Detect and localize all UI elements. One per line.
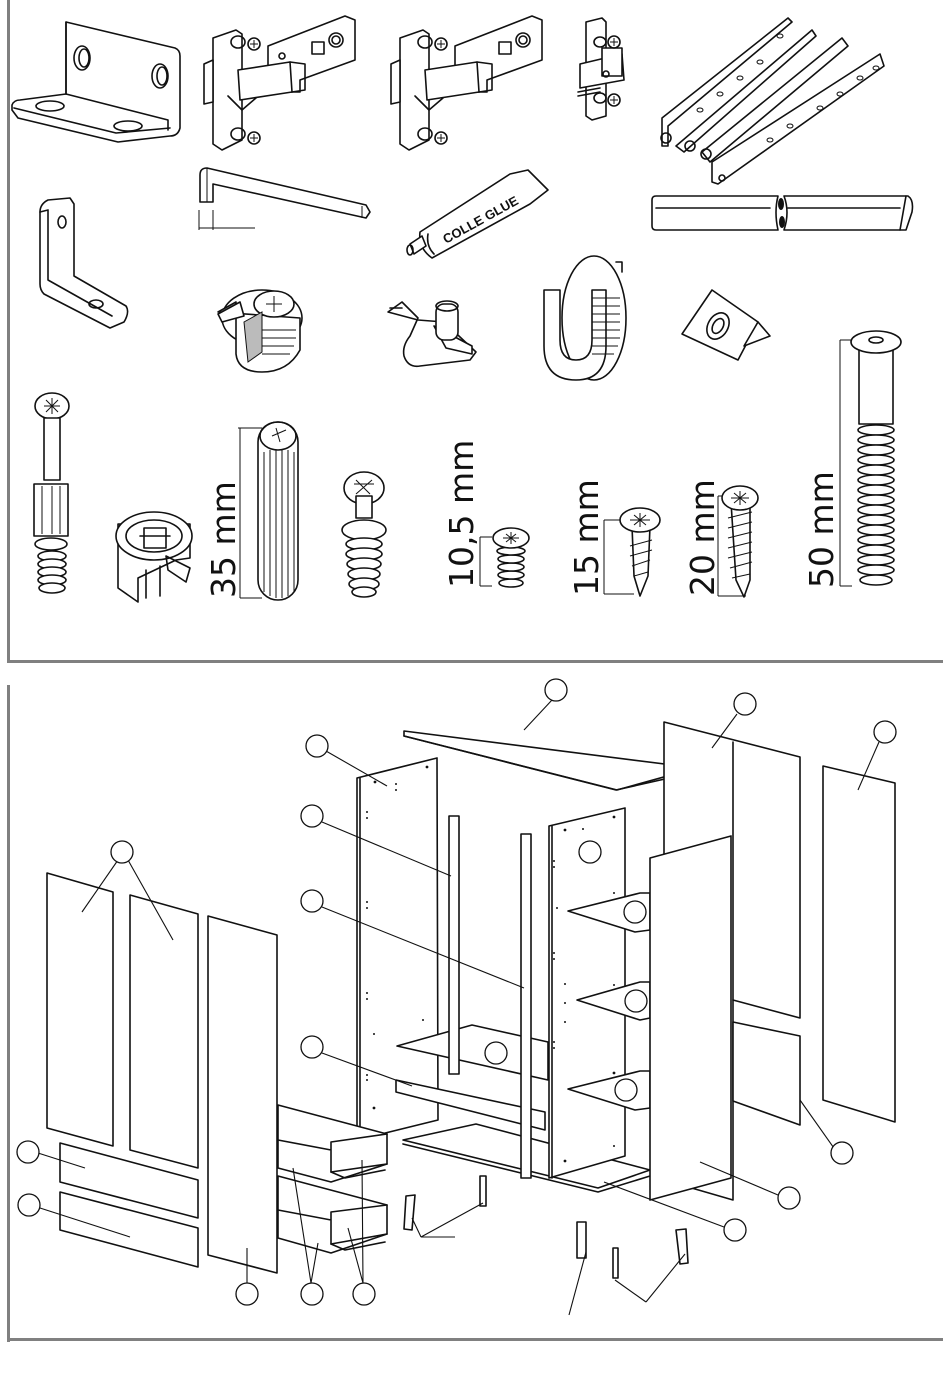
angle-bracket-large-icon (11, 21, 181, 143)
left-door-2 (129, 894, 199, 1169)
plinth-rail (395, 1079, 546, 1131)
angle-bracket-small-icon (39, 197, 129, 329)
drawer-front-1 (59, 1142, 199, 1219)
connector-bolt-icon (33, 392, 70, 594)
euro-screw-length-label: 10,5 mm (442, 440, 481, 588)
screw-20-length-label: 20 mm (683, 479, 722, 596)
corner-block-icon (681, 289, 771, 361)
screw-20-dimension: 20 mm (683, 479, 746, 597)
dowel-length-label: 35 mm (204, 481, 243, 598)
lower-back-panel (732, 1021, 801, 1126)
cam-housing-icon (115, 511, 193, 603)
right-door (822, 765, 896, 1123)
left-post (448, 815, 460, 1075)
callout-top-board (544, 678, 568, 702)
callout-shelf-2 (624, 989, 648, 1013)
bolt-50-dimension: 50 mm (802, 339, 858, 588)
callout-right-door (873, 720, 897, 744)
left-side-panel (356, 757, 439, 1141)
wood-screw-20-icon (721, 485, 759, 598)
euro-screw-dimension: 10,5 mm (442, 440, 492, 588)
hinge-mounting-plate-icon (577, 17, 625, 121)
callout-left-side (305, 734, 329, 758)
screw-15-dimension: 15 mm (567, 479, 634, 596)
drill-holes (366, 765, 616, 1163)
foot-1 (403, 1194, 416, 1231)
hex-key-icon (198, 167, 371, 230)
wooden-dowel-icon (257, 421, 299, 601)
leader-lines (37, 699, 880, 1316)
callout-divider (578, 840, 602, 864)
back-panel (663, 721, 801, 1201)
callout-lower-back (830, 1141, 854, 1165)
callout-drawer-sides (300, 1282, 324, 1306)
left-door-1 (46, 872, 114, 1147)
foot-3 (576, 1221, 587, 1259)
top-panel-left-border (7, 0, 10, 663)
drawer-front-2 (59, 1191, 199, 1268)
top-board (403, 730, 697, 791)
hanging-rail-icon (651, 195, 914, 231)
drawer-box-lower (277, 1175, 388, 1254)
screw-15-length-label: 15 mm (567, 479, 606, 596)
rail-support-icon (543, 255, 627, 381)
middle-divider (548, 807, 626, 1179)
callout-left-post (300, 804, 324, 828)
callout-shelf-3 (614, 1078, 638, 1102)
shelf-3 (567, 1070, 651, 1111)
callout-drawer-front-1 (16, 1140, 40, 1164)
bottom-panel-left-border (7, 685, 10, 1342)
center-shelf (396, 1024, 549, 1081)
foot-2 (479, 1175, 487, 1207)
callout-bubbles (16, 678, 897, 1306)
hardware-panel: COLLE GLUE (11, 15, 914, 603)
foot-5 (675, 1228, 689, 1265)
dowel-dimension: 35 mm (204, 427, 262, 599)
wood-screw-15-icon (619, 507, 661, 597)
callout-center-shelf (484, 1041, 508, 1065)
bottom-board (402, 1123, 651, 1193)
glue-tube-icon: COLLE GLUE (406, 169, 549, 259)
top-panel-bottom-border (7, 660, 943, 663)
concealed-hinge-b-icon (390, 15, 543, 151)
callout-right-post (300, 889, 324, 913)
shelf-1 (567, 892, 651, 933)
callout-bottom-board (723, 1218, 747, 1242)
callout-left-door-3 (235, 1282, 259, 1306)
callout-drawer-backs (352, 1282, 376, 1306)
euro-screw-icon (492, 527, 530, 588)
right-side-panel (649, 835, 732, 1201)
drawer-box-upper (277, 1104, 388, 1183)
callout-back-panel (733, 692, 757, 716)
bottom-panel-bottom-border (7, 1338, 943, 1341)
callout-left-doors (110, 840, 134, 864)
cam-stud-icon (341, 471, 387, 598)
left-door-3 (207, 915, 278, 1274)
shelf-2 (576, 981, 651, 1021)
bolt-50-length-label: 50 mm (802, 471, 841, 588)
foot-4 (612, 1247, 619, 1279)
callout-drawer-front-2 (17, 1193, 41, 1217)
callout-plinth (300, 1035, 324, 1059)
concealed-hinge-a-icon (203, 15, 356, 151)
callout-right-side (777, 1186, 801, 1210)
long-bolt-50-icon (850, 330, 902, 586)
callout-shelf-1 (623, 900, 647, 924)
drawer-runners-icon (660, 17, 885, 185)
right-post (520, 833, 532, 1179)
shelf-support-icon (387, 300, 477, 368)
cam-lock-icon (217, 289, 303, 373)
